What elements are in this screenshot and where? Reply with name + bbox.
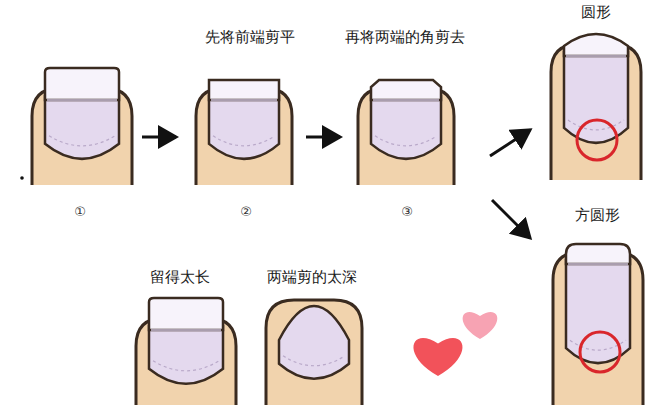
finger (553, 252, 643, 405)
arrow (142, 136, 176, 139)
nail-tip (564, 34, 628, 56)
tip-edge (373, 99, 439, 101)
dot (20, 176, 24, 180)
highlight-circle (577, 120, 617, 160)
caption-label: 先将前端剪平 (205, 28, 295, 46)
lunula-line (213, 136, 275, 146)
arrow (490, 130, 530, 156)
caption-label: 两端剪的太深 (267, 268, 357, 286)
nail-tip (371, 80, 441, 100)
lunula-line (375, 136, 437, 146)
lunula-line (49, 136, 115, 146)
nail-tip (209, 80, 279, 100)
nail-tip (566, 244, 630, 264)
caption-label: 方圆形 (575, 206, 620, 224)
tip-edge (566, 55, 626, 57)
finger (32, 88, 132, 185)
finger (266, 300, 362, 405)
heart (413, 338, 462, 376)
step-number: ③ (401, 204, 413, 220)
finger (196, 88, 292, 185)
caption-label: 圆形 (581, 3, 611, 21)
heart (463, 312, 498, 339)
finger (551, 44, 641, 180)
lunula-line (283, 356, 345, 366)
arrow (306, 136, 340, 139)
arrow (492, 200, 530, 238)
nail (149, 326, 223, 384)
tip-edge (151, 329, 221, 331)
nail (371, 96, 441, 159)
lunula-line (153, 361, 219, 371)
caption-label: 再将两端的角剪去 (345, 28, 465, 46)
nail (564, 52, 628, 143)
tip-edge (47, 99, 117, 101)
step-number: ① (74, 204, 86, 220)
nail (209, 96, 279, 159)
finger (358, 88, 454, 185)
nail (279, 306, 349, 379)
nail-tip (149, 298, 223, 330)
nail-tip (45, 68, 119, 100)
nail (45, 96, 119, 159)
tip-edge (568, 263, 628, 265)
caption-label: 留得太长 (150, 268, 210, 286)
highlight-circle (580, 332, 620, 372)
tip-edge (211, 99, 277, 101)
step-number: ② (240, 204, 252, 220)
